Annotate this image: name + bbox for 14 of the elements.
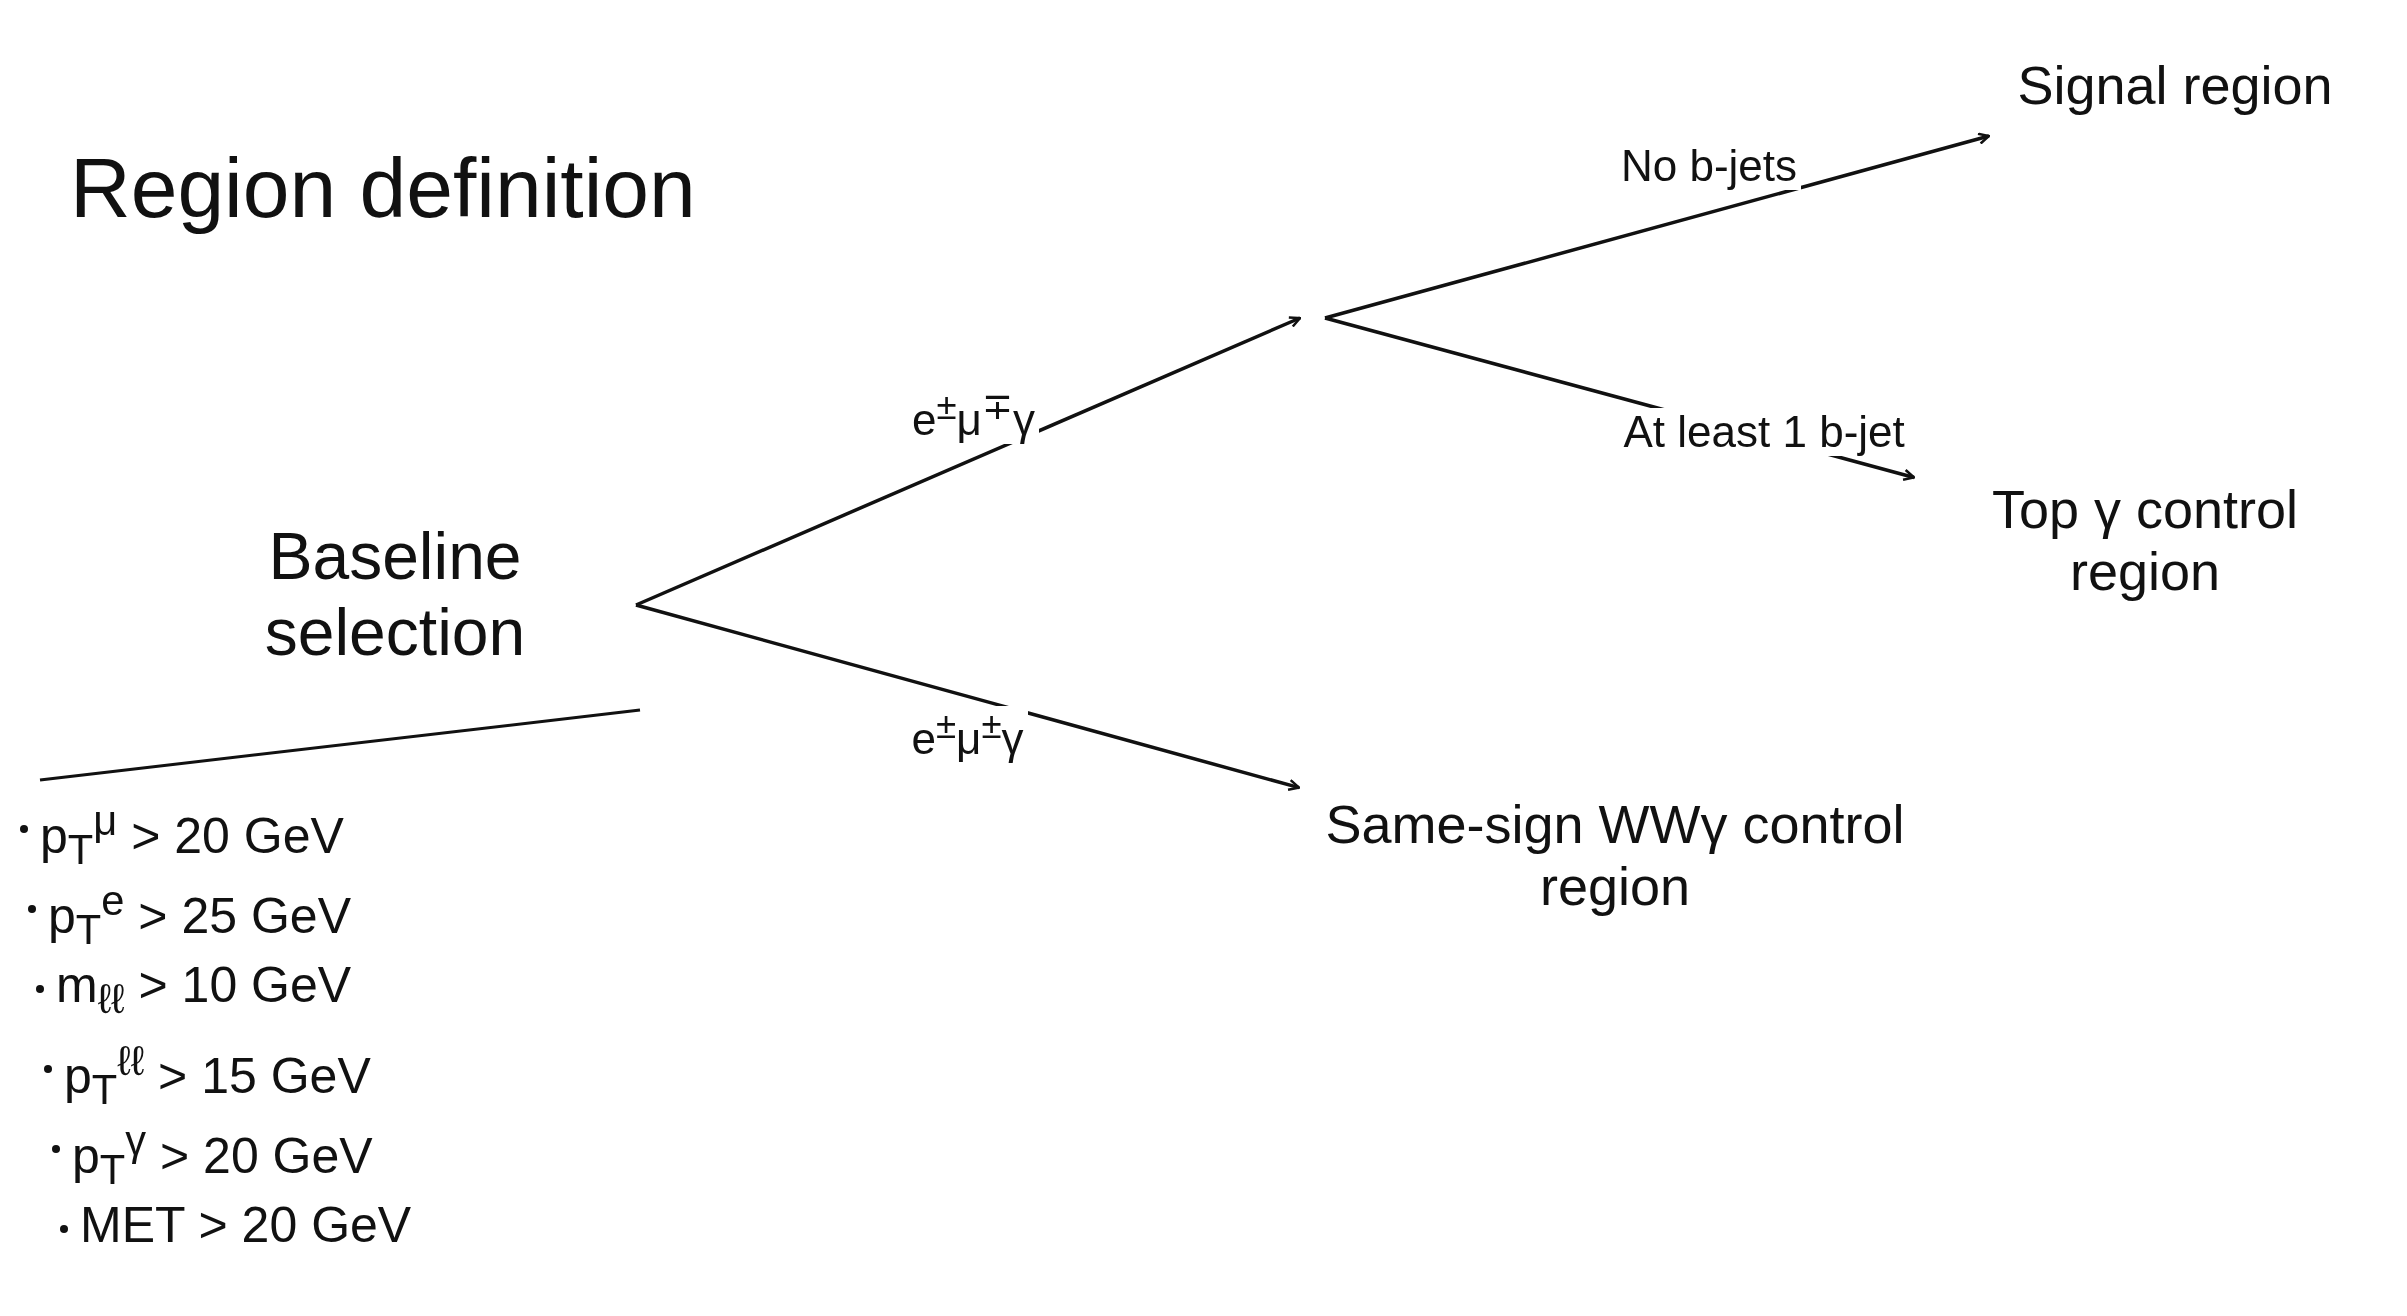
node-label: Signal region (2017, 53, 2333, 117)
criterion-item: p$_{T}$$^{e}$ > 25 GeV (48, 880, 351, 951)
arrow (635, 316, 1302, 607)
criterion-item: p$_{T}$$^{μ}$ > 20 GeV (40, 800, 344, 871)
title: Region definition (70, 140, 696, 237)
node-label: Same-sign WWγ control region (1324, 792, 1906, 918)
criterion-item: p$_{T}$$^{γ}$ > 20 GeV (72, 1120, 373, 1191)
node-label: Top γ control region (1990, 477, 2300, 603)
arrow (1324, 132, 1991, 320)
criterion-item: m$_{ℓℓ}$ > 10 GeV (56, 960, 352, 1020)
arrow (635, 603, 1301, 792)
node-label: Baseline selection (263, 519, 527, 671)
criterion-item: MET > 20 GeV (80, 1200, 412, 1250)
criterion-item: p$_{T}$$^{ℓℓ}$ > 15 GeV (64, 1040, 371, 1111)
